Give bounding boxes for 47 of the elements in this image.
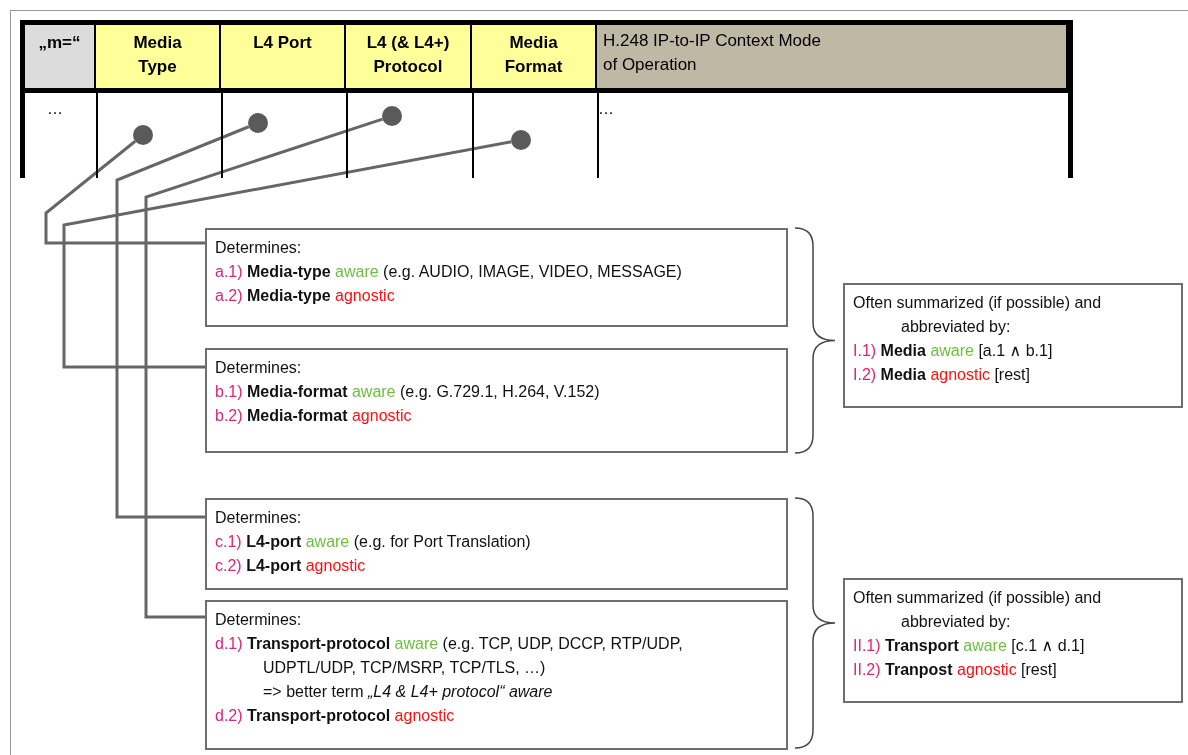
header-cell	[597, 25, 1068, 93]
text-box	[205, 228, 788, 327]
list-item: d.1) Transport-protocol aware (e.g. TCP, UDP, DCCP, RTP/UDP, UDPTL/UDP, TCP/MSRP, TCP/TLS, …)	[215, 634, 684, 678]
header-text: H.248 IP-to-IP Context Mode of Operation	[603, 30, 822, 76]
leader-line	[44, 140, 205, 245]
header-text: Media Format	[503, 32, 564, 78]
box-heading: Determines:	[215, 358, 303, 378]
header-cell	[472, 25, 597, 93]
header-text: „m=“	[38, 32, 81, 54]
connector-dot	[133, 125, 153, 145]
header-text: L4 (& L4+) Protocol	[365, 32, 451, 78]
text-box	[205, 498, 788, 590]
text-box	[843, 283, 1183, 408]
list-item: b.1) Media-format aware (e.g. G.729.1, H.264, V.152)	[215, 382, 601, 402]
list-item: a.2) Media-type agnostic	[215, 286, 396, 306]
leader-line	[144, 117, 383, 619]
text-box	[843, 578, 1183, 703]
header-text: L4 Port	[253, 32, 312, 54]
list-item: a.1) Media-type aware (e.g. AUDIO, IMAGE, VIDEO, MESSAGE)	[215, 262, 683, 282]
connector-dot	[248, 113, 268, 133]
list-item: d.2) Transport-protocol agnostic	[215, 706, 456, 726]
header-cell	[96, 25, 221, 93]
box-heading: Often summarized (if possible) and abbreviated by:	[853, 588, 1103, 632]
text-box	[205, 348, 788, 453]
text-box	[205, 600, 788, 750]
header-cell	[346, 25, 472, 93]
list-item: I.2) Media agnostic [rest]	[853, 365, 1031, 385]
ellipsis-text: …	[598, 100, 614, 118]
list-item: II.2) Tranpost agnostic [rest]	[853, 660, 1058, 680]
ellipsis-text: …	[47, 100, 63, 118]
list-item: c.1) L4-port aware (e.g. for Port Translation)	[215, 532, 532, 552]
connector-dot	[382, 106, 402, 126]
list-item: I.1) Media aware [a.1 ∧ b.1]	[853, 341, 1054, 361]
list-item: b.2) Media-format agnostic	[215, 406, 413, 426]
list-item: II.1) Transport aware [c.1 ∧ d.1]	[853, 636, 1086, 656]
box-heading: Often summarized (if possible) and abbreviated by:	[853, 293, 1103, 337]
header-text: Media Type	[132, 32, 183, 78]
list-item: c.2) L4-port agnostic	[215, 556, 367, 576]
header-cell	[25, 25, 96, 93]
note-line: => better term „L4 & L4+ protocol“ aware	[262, 682, 554, 702]
leader-line	[115, 125, 250, 519]
box-heading: Determines:	[215, 508, 303, 528]
box-heading: Determines:	[215, 610, 303, 630]
box-heading: Determines:	[215, 238, 303, 258]
leader-line	[62, 140, 512, 369]
header-cell	[221, 25, 346, 93]
connector-dot	[511, 130, 531, 150]
